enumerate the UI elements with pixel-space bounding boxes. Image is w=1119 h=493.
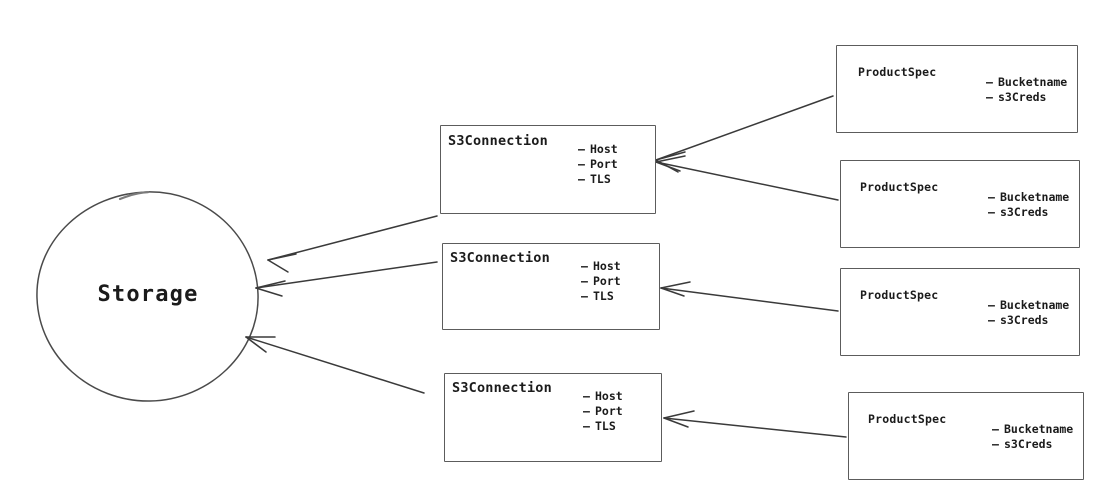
attr-row: –Bucketname	[986, 75, 1067, 90]
dash-marker: –	[988, 313, 995, 327]
attr-row: –Bucketname	[988, 298, 1069, 313]
dash-marker: –	[988, 190, 995, 204]
dash-marker: –	[578, 142, 585, 156]
attr-label: TLS	[593, 289, 614, 303]
storage-label: Storage	[97, 282, 199, 307]
s3connection-attrs-3: –Host –Port –TLS	[583, 389, 623, 434]
attr-row: –Bucketname	[988, 190, 1069, 205]
attr-label: TLS	[595, 419, 616, 433]
attr-label: Bucketname	[998, 75, 1068, 89]
dash-marker: –	[986, 90, 993, 104]
arrow-spec2-to-conn1	[655, 155, 839, 201]
attr-row: –TLS	[581, 289, 621, 304]
attr-row: –Port	[581, 274, 621, 289]
s3connection-box-1[interactable]	[440, 125, 656, 214]
productspec-attrs-4: –Bucketname –s3Creds	[992, 422, 1073, 452]
attr-label: TLS	[590, 172, 611, 186]
s3connection-title-1: S3Connection	[448, 133, 548, 149]
productspec-title-1: ProductSpec	[858, 65, 937, 79]
attr-label: s3Creds	[1000, 313, 1049, 327]
attr-label: s3Creds	[1004, 437, 1053, 451]
attr-label: s3Creds	[998, 90, 1047, 104]
productspec-attrs-2: –Bucketname –s3Creds	[988, 190, 1069, 220]
dash-marker: –	[986, 75, 993, 89]
attr-row: –s3Creds	[992, 437, 1073, 452]
productspec-box-4[interactable]	[848, 392, 1084, 480]
attr-label: Bucketname	[1000, 298, 1070, 312]
dash-marker: –	[581, 274, 588, 288]
productspec-attrs-1: –Bucketname –s3Creds	[986, 75, 1067, 105]
productspec-box-2[interactable]	[840, 160, 1080, 248]
attr-row: –Bucketname	[992, 422, 1073, 437]
attr-label: Bucketname	[1004, 422, 1074, 436]
attr-label: Host	[590, 142, 618, 156]
attr-row: –Host	[578, 142, 618, 157]
s3connection-attrs-1: –Host –Port –TLS	[578, 142, 618, 187]
dash-marker: –	[992, 422, 999, 436]
attr-row: –s3Creds	[988, 313, 1069, 328]
dash-marker: –	[583, 419, 590, 433]
dash-marker: –	[988, 205, 995, 219]
productspec-attrs-3: –Bucketname –s3Creds	[988, 298, 1069, 328]
attr-label: Port	[595, 404, 623, 418]
attr-row: –TLS	[578, 172, 618, 187]
attr-row: –s3Creds	[988, 205, 1069, 220]
arrow-spec4-to-conn3	[663, 410, 847, 438]
attr-label: Port	[593, 274, 621, 288]
attr-label: Host	[593, 259, 621, 273]
attr-row: –Port	[578, 157, 618, 172]
s3connection-title-3: S3Connection	[452, 380, 552, 396]
s3connection-box-3[interactable]	[444, 373, 662, 462]
arrow-spec3-to-conn2	[660, 281, 839, 312]
storage-circle-shape	[36, 191, 259, 402]
productspec-title-3: ProductSpec	[860, 288, 939, 302]
s3connection-attrs-2: –Host –Port –TLS	[581, 259, 621, 304]
dash-marker: –	[988, 298, 995, 312]
productspec-box-3[interactable]	[840, 268, 1080, 356]
productspec-title-2: ProductSpec	[860, 180, 939, 194]
attr-label: Port	[590, 157, 618, 171]
dash-marker: –	[583, 389, 590, 403]
attr-label: s3Creds	[1000, 205, 1049, 219]
dash-marker: –	[578, 172, 585, 186]
attr-row: –Host	[581, 259, 621, 274]
attr-row: –Host	[583, 389, 623, 404]
arrow-conn3-to-storage	[245, 336, 425, 394]
arrow-conn2-to-storage	[255, 261, 438, 297]
dash-marker: –	[583, 404, 590, 418]
arrow-spec1-to-conn1	[655, 95, 834, 173]
productspec-box-1[interactable]	[836, 45, 1078, 133]
attr-row: –Port	[583, 404, 623, 419]
dash-marker: –	[581, 289, 588, 303]
dash-marker: –	[992, 437, 999, 451]
attr-label: Host	[595, 389, 623, 403]
arrow-conn1-to-storage	[267, 215, 438, 273]
dash-marker: –	[581, 259, 588, 273]
attr-row: –TLS	[583, 419, 623, 434]
s3connection-title-2: S3Connection	[450, 250, 550, 266]
productspec-title-4: ProductSpec	[868, 412, 947, 426]
dash-marker: –	[578, 157, 585, 171]
s3connection-box-2[interactable]	[442, 243, 660, 330]
attr-row: –s3Creds	[986, 90, 1067, 105]
attr-label: Bucketname	[1000, 190, 1070, 204]
